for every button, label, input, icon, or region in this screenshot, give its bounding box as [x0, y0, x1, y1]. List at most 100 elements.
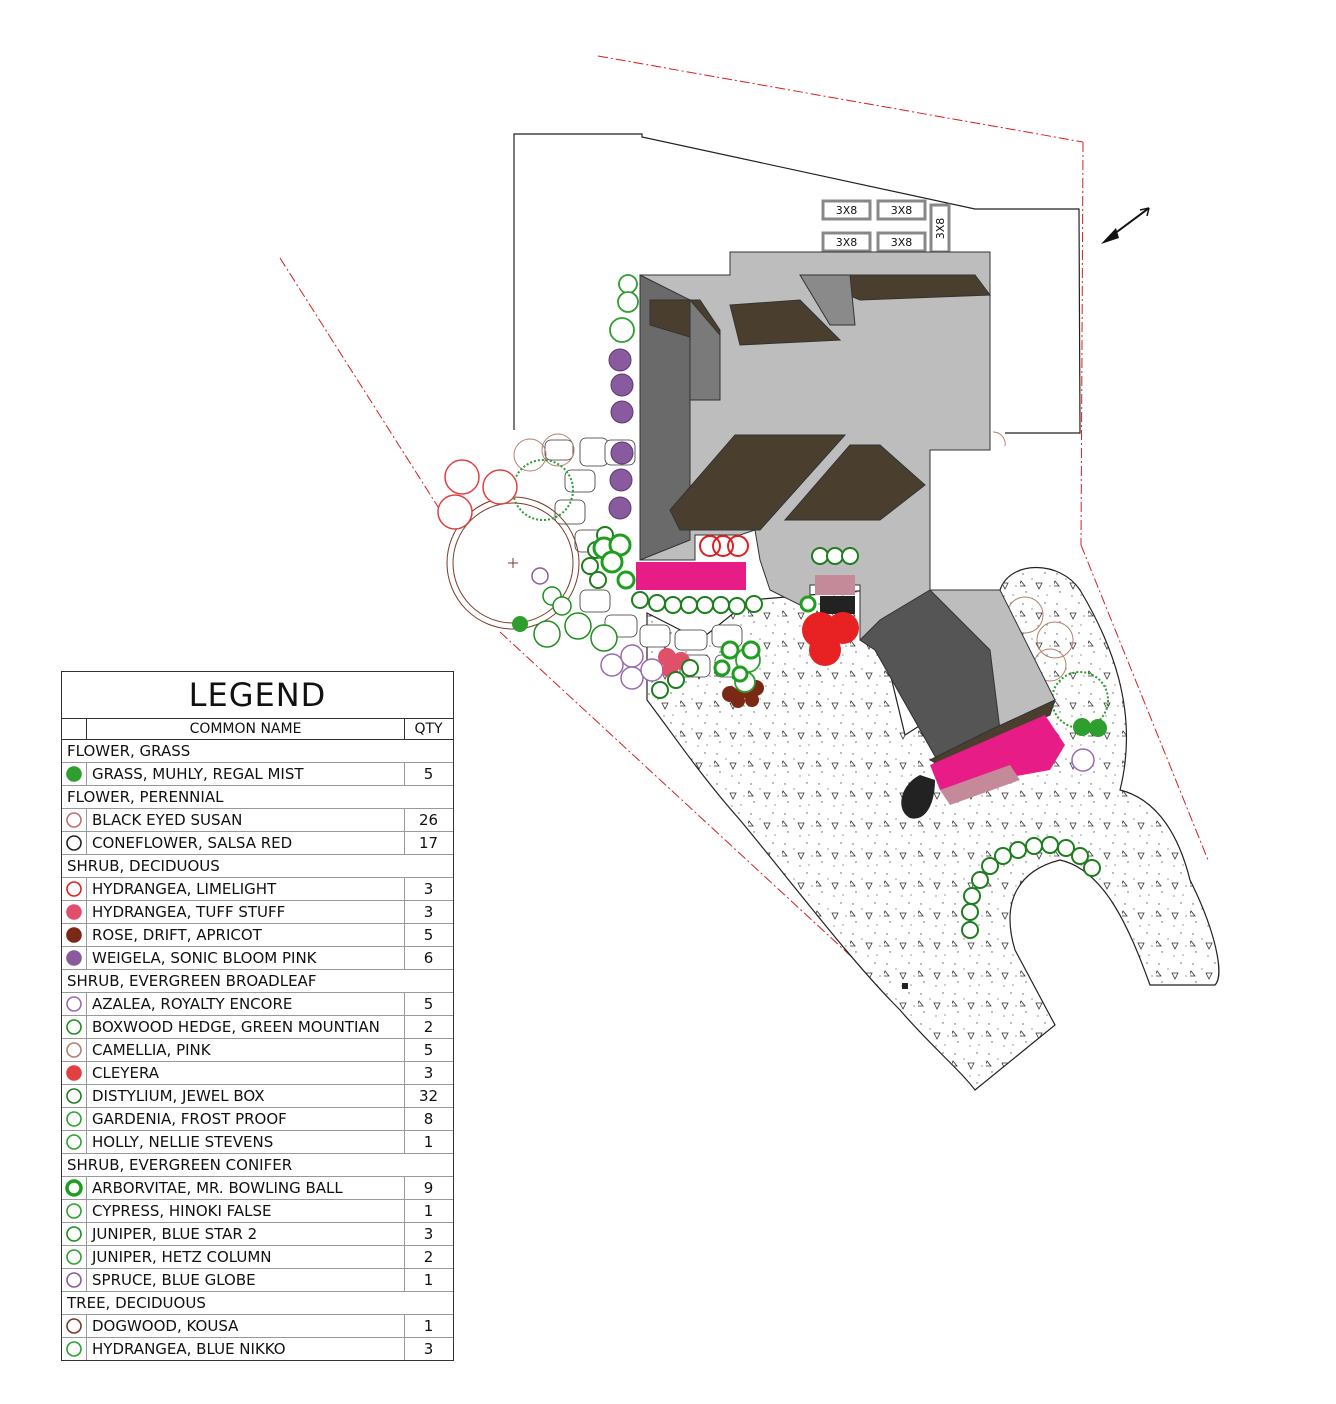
legend-plant-name: ARBORVITAE, MR. BOWLING BALL: [86, 1177, 404, 1199]
raised-bed-label: 3X8: [836, 236, 858, 249]
hydrangea-limelight-group: [699, 535, 749, 557]
legend-plant-qty: 1: [404, 1269, 452, 1291]
legend-category: FLOWER, PERENNIAL: [62, 786, 453, 809]
legend-plant-qty: 5: [404, 924, 452, 946]
legend-plant-qty: 1: [404, 1131, 452, 1153]
legend-plant-name: HYDRANGEA, LIMELIGHT: [86, 878, 404, 900]
azalea-icon: [62, 993, 86, 1015]
legend-plant-qty: 9: [404, 1177, 452, 1199]
legend-plant-qty: 8: [404, 1108, 452, 1130]
arborvitae-group: [592, 533, 817, 683]
arborvitae-icon: [62, 1177, 86, 1199]
weigela-icon: [62, 947, 86, 969]
legend-plant-name: WEIGELA, SONIC BLOOM PINK: [86, 947, 404, 969]
raised-bed-3x8: [876, 231, 927, 253]
cleyera-group: [437, 459, 518, 530]
pink-flower-bed: [636, 562, 1065, 805]
legend-plant-name: GRASS, MUHLY, REGAL MIST: [86, 763, 404, 785]
rose-drift-icon: [62, 924, 86, 946]
legend-plant-name: CONEFLOWER, SALSA RED: [86, 832, 404, 854]
legend-plant-name: JUNIPER, HETZ COLUMN: [86, 1246, 404, 1268]
cypress-icon: [62, 1200, 86, 1222]
legend-plant-qty: 5: [404, 1039, 452, 1061]
legend-plant-qty: 6: [404, 947, 452, 969]
legend-category: SHRUB, EVERGREEN BROADLEAF: [62, 970, 453, 993]
raised-beds: 3X8 3X8 3X8 3X8 3X8: [821, 199, 951, 254]
legend-plant-qty: 3: [404, 901, 452, 923]
boxwood-icon: [62, 1016, 86, 1038]
hydrangea-limelight-icon: [62, 878, 86, 900]
legend-plant-name: HOLLY, NELLIE STEVENS: [86, 1131, 404, 1153]
legend-plant-name: CAMELLIA, PINK: [86, 1039, 404, 1061]
legend-header-common-name: COMMON NAME: [86, 719, 404, 739]
legend-plant-qty: 1: [404, 1315, 452, 1337]
legend-plant-qty: 26: [404, 809, 452, 831]
legend-plant-name: BLACK EYED SUSAN: [86, 809, 404, 831]
holly-shrub: [1051, 671, 1109, 729]
raised-bed-3x8: [876, 199, 927, 221]
coneflower-bed: [901, 775, 935, 819]
legend-plant-name: DISTYLIUM, JEWEL BOX: [86, 1085, 404, 1107]
legend-plant-name: SPRUCE, BLUE GLOBE: [86, 1269, 404, 1291]
legend-plant-name: BOXWOOD HEDGE, GREEN MOUNTIAN: [86, 1016, 404, 1038]
holly-icon: [62, 1131, 86, 1153]
legend-plant-qty: 32: [404, 1085, 452, 1107]
door-arc: [992, 431, 1006, 447]
juniper-group: [533, 586, 618, 652]
legend-plant-name: ROSE, DRIFT, APRICOT: [86, 924, 404, 946]
hydrangea-tuff-stuff-icon: [62, 901, 86, 923]
legend-header-symbol: [62, 719, 86, 739]
backyard-fence: [513, 133, 1081, 434]
muhly-grass: [512, 616, 528, 632]
raised-bed-3x8: [821, 199, 872, 221]
raised-bed-label: 3X8: [891, 204, 913, 217]
legend-plant-name: JUNIPER, BLUE STAR 2: [86, 1223, 404, 1245]
legend-plant-qty: 2: [404, 1246, 452, 1268]
red-flower-bed: [802, 612, 859, 666]
legend-title: LEGEND: [62, 672, 453, 719]
juniper-blue-star-icon: [62, 1223, 86, 1245]
muhly-grass-icon: [62, 763, 86, 785]
site-marker: [902, 983, 908, 989]
juniper-hetz-icon: [62, 1246, 86, 1268]
north-arrow-icon: [1101, 207, 1150, 244]
legend-plant-name: AZALEA, ROYALTY ENCORE: [86, 993, 404, 1015]
legend-plant-qty: 3: [404, 1062, 452, 1084]
muhly-grass: [1089, 719, 1107, 737]
raised-bed-label: 3X8: [836, 204, 858, 217]
black-eyed-susan-icon: [62, 809, 86, 831]
dogwood-icon: [62, 1315, 86, 1337]
raised-bed-label: 3X8: [891, 236, 913, 249]
legend-plant-qty: 2: [404, 1016, 452, 1038]
weigela-group: [608, 348, 634, 520]
coneflower-bed: [820, 596, 855, 614]
legend-category: SHRUB, EVERGREEN CONIFER: [62, 1154, 453, 1177]
spruce-blue-globe: [531, 567, 549, 585]
legend-plant-qty: 5: [404, 763, 452, 785]
legend-header-qty: QTY: [404, 719, 452, 739]
gardenia-icon: [62, 1108, 86, 1130]
legend-plant-qty: 3: [404, 1338, 452, 1360]
legend-plant-name: CYPRESS, HINOKI FALSE: [86, 1200, 404, 1222]
driveway: [646, 567, 1220, 1091]
legend-plant-qty: 17: [404, 832, 452, 854]
raised-bed-3x8: [821, 231, 872, 253]
legend-plant-name: DOGWOOD, KOUSA: [86, 1315, 404, 1337]
coneflower-icon: [62, 832, 86, 854]
hydrangea-blue-nikko-icon: [62, 1338, 86, 1360]
